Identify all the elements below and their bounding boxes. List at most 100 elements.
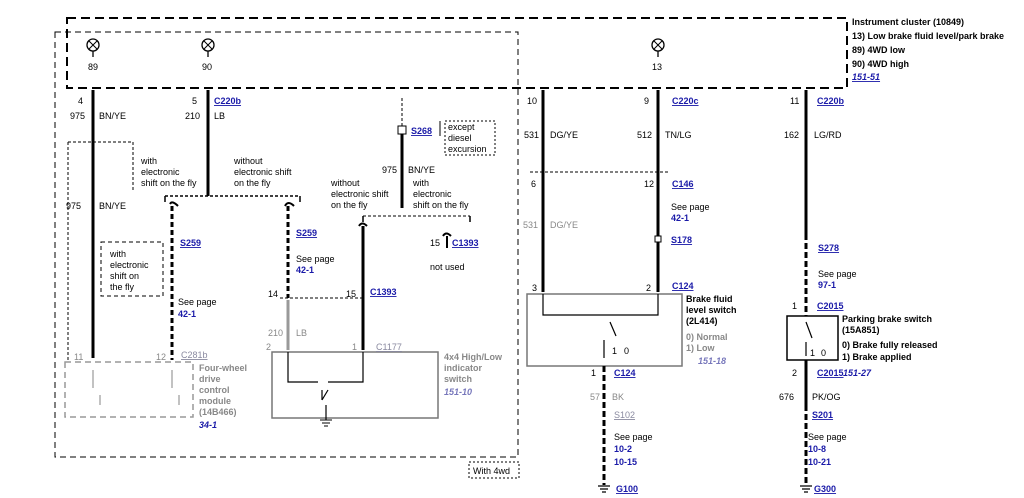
color-bn-ye-upper: BN/YE bbox=[408, 165, 435, 175]
ref-10-8[interactable]: 10-8 bbox=[808, 444, 826, 454]
box-with-4: the fly bbox=[110, 282, 135, 292]
switch-title-2: indicator bbox=[444, 363, 483, 373]
connector-c1393[interactable]: C1393 bbox=[370, 287, 397, 297]
pin-1-c1177: 1 bbox=[352, 342, 357, 352]
pin-9: 9 bbox=[644, 96, 649, 106]
circuit-531: 531 bbox=[524, 130, 539, 140]
label-with-a2: electronic bbox=[141, 167, 180, 177]
park-pos-1: 1 bbox=[810, 348, 815, 358]
pin-6: 6 bbox=[531, 179, 536, 189]
color-lb-lower: LB bbox=[296, 328, 307, 338]
connector-c1177[interactable]: C1177 bbox=[376, 342, 402, 352]
label-with-b2: electronic bbox=[413, 189, 452, 199]
connector-c2015[interactable]: C2015 bbox=[817, 301, 844, 311]
pin-11-c281b: 11 bbox=[74, 352, 83, 362]
brake-pos-0: 0 bbox=[624, 346, 629, 356]
lamp-89-icon bbox=[86, 38, 100, 57]
pin-13: 13 bbox=[652, 62, 662, 72]
connector-c1393-b[interactable]: C1393 bbox=[452, 238, 479, 248]
splice-s102[interactable]: S102 bbox=[614, 410, 635, 420]
instrument-cluster-box bbox=[66, 17, 848, 89]
color-lb: LB bbox=[214, 111, 225, 121]
circuit-676: 676 bbox=[779, 392, 794, 402]
see-page-b: See page bbox=[296, 254, 335, 264]
color-bn-ye-lower: BN/YE bbox=[99, 201, 126, 211]
connector-c220b-left[interactable]: C220b bbox=[214, 96, 242, 106]
circuit-531-lower: 531 bbox=[523, 220, 538, 230]
connector-c2015-b[interactable]: C2015 bbox=[817, 368, 844, 378]
color-bn-ye: BN/YE bbox=[99, 111, 126, 121]
module-title-5: (14B466) bbox=[199, 407, 237, 417]
splice-s278[interactable]: S278 bbox=[818, 243, 839, 253]
circuit-975-upper: 975 bbox=[382, 165, 397, 175]
label-without-a3: on the fly bbox=[234, 178, 271, 188]
pin-3: 3 bbox=[532, 283, 537, 293]
pin-5: 5 bbox=[192, 96, 197, 106]
cluster-title: Instrument cluster (10849) bbox=[852, 17, 964, 27]
connector-c281b[interactable]: C281b bbox=[181, 350, 208, 360]
see-page-ground-1: See page bbox=[614, 432, 653, 442]
ref-10-21[interactable]: 10-21 bbox=[808, 457, 831, 467]
splice-s259-b[interactable]: S259 bbox=[296, 228, 317, 238]
pin-1-c124b: 1 bbox=[591, 368, 596, 378]
pin-15-b: 15 bbox=[430, 238, 440, 248]
circuit-210-lower: 210 bbox=[268, 328, 283, 338]
color-dg-ye-lower: DG/YE bbox=[550, 220, 578, 230]
label-without-b2: electronic shift bbox=[331, 189, 389, 199]
label-with-a1: with bbox=[140, 156, 157, 166]
pin-89: 89 bbox=[88, 62, 98, 72]
ground-g100[interactable]: G100 bbox=[616, 484, 638, 494]
not-used: not used bbox=[430, 262, 465, 272]
pin-11-c220b: 11 bbox=[790, 96, 799, 106]
connector-c124[interactable]: C124 bbox=[672, 281, 694, 291]
switch-title-1: 4x4 High/Low bbox=[444, 352, 503, 362]
connector-c220b-right[interactable]: C220b bbox=[817, 96, 845, 106]
ref-10-15[interactable]: 10-15 bbox=[614, 457, 637, 467]
pin-14: 14 bbox=[268, 289, 278, 299]
module-title-2: drive bbox=[199, 374, 221, 384]
color-dg-ye: DG/YE bbox=[550, 130, 578, 140]
module-ref[interactable]: 34-1 bbox=[199, 420, 217, 430]
splice-s268[interactable]: S268 bbox=[411, 126, 432, 136]
ref-97-1[interactable]: 97-1 bbox=[818, 280, 836, 290]
connector-c146[interactable]: C146 bbox=[672, 179, 694, 189]
ground-g300[interactable]: G300 bbox=[814, 484, 836, 494]
switch-ref[interactable]: 151-10 bbox=[444, 387, 472, 397]
label-without-a2: electronic shift bbox=[234, 167, 292, 177]
pin-2-c1177: 2 bbox=[266, 342, 271, 352]
brake-state-0: 0) Normal bbox=[686, 332, 728, 342]
park-state-0: 0) Brake fully released bbox=[842, 340, 938, 350]
pin-4: 4 bbox=[78, 96, 83, 106]
ref-10-2[interactable]: 10-2 bbox=[614, 444, 632, 454]
ref-42-1-b[interactable]: 42-1 bbox=[296, 265, 314, 275]
label-with-b1: with bbox=[412, 178, 429, 188]
parking-brake-switch-box bbox=[786, 315, 839, 361]
circuit-512: 512 bbox=[637, 130, 652, 140]
see-page-a: See page bbox=[178, 297, 217, 307]
park-state-1: 1) Brake applied bbox=[842, 352, 912, 362]
pin-1-c2015: 1 bbox=[792, 301, 797, 311]
connector-c220c[interactable]: C220c bbox=[672, 96, 699, 106]
color-bk: BK bbox=[612, 392, 624, 402]
connector-c124-b[interactable]: C124 bbox=[614, 368, 636, 378]
cluster-ref[interactable]: 151-51 bbox=[852, 72, 880, 82]
ref-42-1-c[interactable]: 42-1 bbox=[671, 213, 689, 223]
brake-ref[interactable]: 151-18 bbox=[698, 356, 726, 366]
brake-state-1: 1) Low bbox=[686, 343, 715, 353]
s268-note-1: except bbox=[448, 122, 475, 132]
brake-pos-1: 1 bbox=[612, 346, 617, 356]
module-title-3: control bbox=[199, 385, 230, 395]
label-without-b1: without bbox=[330, 178, 360, 188]
box-with-2: electronic bbox=[110, 260, 149, 270]
splice-s259-a[interactable]: S259 bbox=[180, 238, 201, 248]
park-ref-151-27[interactable]: 151-27 bbox=[843, 368, 872, 378]
ground-g300-icon bbox=[800, 485, 812, 493]
splice-s178[interactable]: S178 bbox=[671, 235, 692, 245]
ref-42-1-a[interactable]: 42-1 bbox=[178, 309, 196, 319]
label-without-a1: without bbox=[233, 156, 263, 166]
splice-s201[interactable]: S201 bbox=[812, 410, 833, 420]
brake-title-1: Brake fluid bbox=[686, 294, 733, 304]
label-without-b3: on the fly bbox=[331, 200, 368, 210]
park-title-2: (15A851) bbox=[842, 325, 880, 335]
